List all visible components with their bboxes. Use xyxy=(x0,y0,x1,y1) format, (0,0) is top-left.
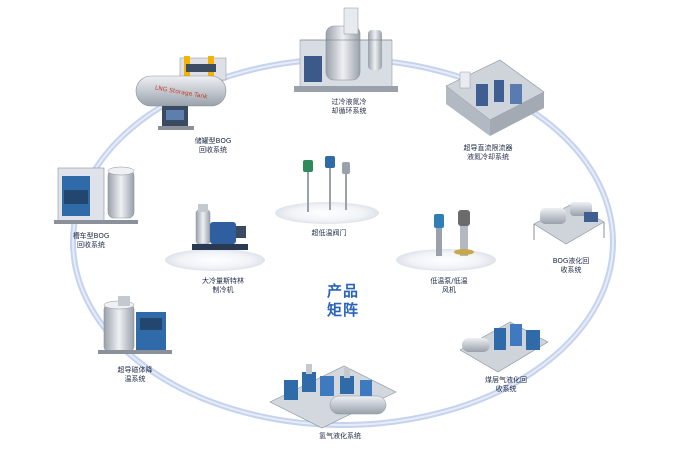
label-sc-limiter: 超导直流限流器 液氮冷却系统 xyxy=(463,144,513,161)
storage-bog-system-image: LNG Storage Tank xyxy=(135,56,227,130)
label-bog-liquefaction: BOG液化回 收系统 xyxy=(552,257,590,274)
center-title: 产品 矩阵 xyxy=(326,282,359,319)
label-subcooled-ln2: 过冷液氮冷 却循环系统 xyxy=(331,98,367,115)
valve-pedestal xyxy=(275,202,379,224)
pump-pedestal xyxy=(396,249,496,271)
label-hydrogen: 氢气液化系统 xyxy=(319,432,361,440)
subcooled-ln2-system-image xyxy=(294,7,398,92)
label-stirling: 大冷量斯特林 制冷机 xyxy=(202,277,244,294)
cryo-pump-fan-image xyxy=(434,210,474,256)
cryogenic-valve-image xyxy=(303,156,350,212)
bog-liquefaction-system-image xyxy=(533,202,605,245)
label-pump-fan: 低温泵/低温 风机 xyxy=(430,277,468,294)
hydrogen-system-image xyxy=(269,364,397,429)
sc-limiter-system-image xyxy=(445,59,545,136)
sc-magnet-system-image xyxy=(98,296,172,354)
label-sc-magnet: 超导磁体降 温系统 xyxy=(117,366,153,383)
label-tanker-bog: 槽车型BOG 回收系统 xyxy=(72,232,110,249)
stirling-pedestal xyxy=(165,249,265,271)
label-coalbed-gas: 煤层气液化回 收系统 xyxy=(485,376,527,393)
tanker-bog-system-image xyxy=(54,166,138,224)
coalbed-gas-system-image xyxy=(459,321,549,373)
stirling-cryocooler-image xyxy=(192,204,248,250)
label-cryogenic-valve: 超低温阀门 xyxy=(311,229,347,237)
label-storage-bog: 储罐型BOG 回收系统 xyxy=(194,137,232,154)
